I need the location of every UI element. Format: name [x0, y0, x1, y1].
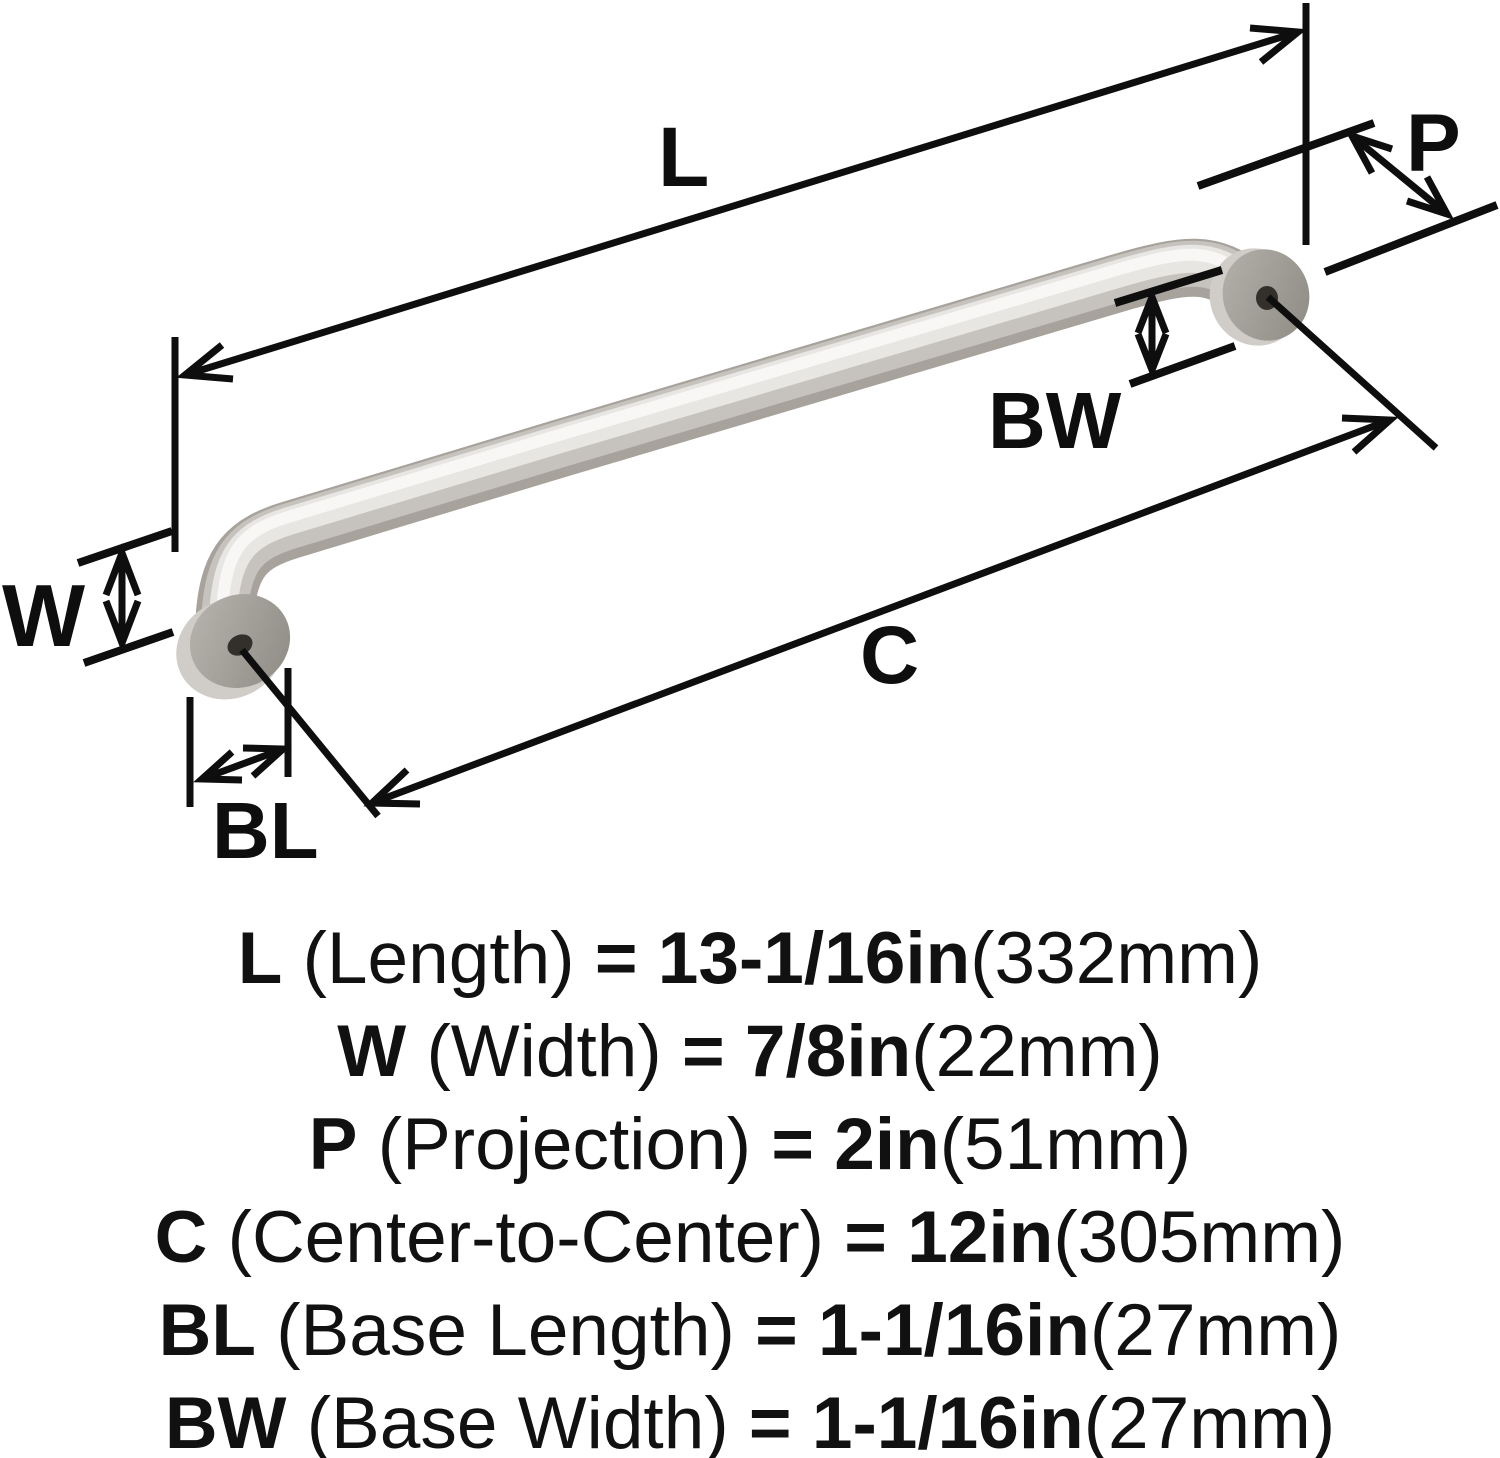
dimension-base-width: BW: [988, 266, 1237, 465]
spec-equals: =: [594, 918, 638, 999]
spec-row-base-length: BL (Base Length) = 1-1/16in(27mm): [0, 1284, 1500, 1377]
projection-arrowhead-bottom: [1405, 175, 1455, 221]
spec-metric-value: (22mm): [911, 1011, 1163, 1092]
spec-row-base-width: BW (Base Width) = 1-1/16in(27mm): [0, 1377, 1500, 1458]
spec-equals: =: [748, 1383, 792, 1458]
dimension-center-to-center: C: [239, 294, 1439, 819]
spec-imperial-value: 1-1/16in: [818, 1290, 1090, 1371]
spec-imperial-value: 13-1/16in: [657, 918, 971, 999]
spec-desc: (Base Width): [306, 1383, 729, 1458]
label-center-to-center: C: [860, 610, 919, 701]
spec-metric-value: (332mm): [970, 918, 1263, 999]
spec-metric-value: (27mm): [1083, 1383, 1336, 1458]
spec-imperial-value: 2in: [834, 1104, 940, 1185]
base-length-arrowhead-right: [242, 744, 292, 779]
spec-row-center-to-center: C (Center-to-Center) = 12in(305mm): [0, 1191, 1500, 1284]
spec-imperial-value: 12in: [907, 1197, 1054, 1278]
spec-row-projection: P (Projection) = 2in(51mm): [0, 1098, 1500, 1191]
width-tick-top: [76, 527, 174, 567]
spec-desc: (Projection): [377, 1104, 752, 1185]
spec-desc: (Base Length): [276, 1290, 735, 1371]
base-width-tick-top: [1113, 266, 1224, 307]
spec-desc: (Width): [426, 1011, 662, 1092]
dimension-base-length: BL: [186, 668, 319, 875]
center-leader-right: [1265, 294, 1439, 451]
spec-label: C: [154, 1197, 208, 1278]
label-length: L: [658, 110, 709, 204]
dimension-projection: P: [1196, 98, 1499, 276]
spec-equals: =: [844, 1197, 887, 1278]
spec-metric-value: (51mm): [939, 1104, 1192, 1185]
spec-equals: =: [755, 1290, 798, 1371]
spec-label: P: [308, 1104, 358, 1185]
center-arrowhead-right: [1341, 414, 1399, 455]
spec-imperial-value: 1-1/16in: [811, 1383, 1084, 1458]
label-width: W: [2, 566, 85, 665]
left-base: [176, 593, 291, 700]
spec-metric-value: (305mm): [1053, 1197, 1346, 1278]
length-arrowhead-right: [1249, 24, 1307, 65]
label-base-width: BW: [988, 376, 1122, 465]
projection-dimension-line: [1349, 133, 1450, 217]
spec-label: BW: [164, 1383, 287, 1458]
spec-row-length: L (Length) = 13-1/16in(332mm): [0, 912, 1500, 1005]
center-leader-left: [239, 647, 381, 819]
spec-desc: (Center-to-Center): [227, 1197, 824, 1278]
spec-equals: =: [771, 1104, 814, 1185]
width-tick-bottom: [82, 628, 175, 667]
length-arrowhead-left: [176, 342, 234, 383]
spec-label: L: [237, 918, 283, 999]
center-dimension-line: [370, 416, 1392, 807]
base-width-arrowhead-top: [1134, 287, 1170, 335]
dimension-length: L: [171, 3, 1310, 552]
projection-extension-top: [1196, 119, 1376, 190]
base-length-dimension-line: [200, 745, 285, 783]
spec-equals: =: [681, 1011, 725, 1092]
spec-row-width: W (Width) = 7/8in(22mm): [0, 1005, 1500, 1098]
projection-arrowhead-top: [1344, 129, 1394, 175]
center-arrowhead-left: [363, 767, 421, 808]
spec-desc: (Length): [302, 918, 575, 999]
projection-extension-bottom: [1323, 201, 1499, 276]
base-width-arrowhead-bottom: [1134, 332, 1170, 380]
width-arrowhead-bottom: [102, 599, 142, 653]
dimension-width: W: [2, 527, 175, 667]
spec-table: L (Length) = 13-1/16in(332mm) W (Width) …: [0, 912, 1500, 1458]
dimension-diagram-canvas: L W P BW: [2, 3, 1499, 875]
spec-imperial-value: 7/8in: [744, 1011, 912, 1092]
base-length-arrowhead-left: [193, 749, 243, 784]
label-projection: P: [1406, 98, 1461, 189]
spec-label: W: [337, 1011, 407, 1092]
spec-label: BL: [158, 1290, 256, 1371]
spec-metric-value: (27mm): [1089, 1290, 1342, 1371]
label-base-length: BL: [212, 786, 319, 875]
length-dimension-line: [183, 28, 1300, 379]
base-width-tick-bottom: [1128, 342, 1237, 388]
handle-bar: [196, 238, 1276, 641]
width-arrowhead-top: [102, 543, 142, 597]
